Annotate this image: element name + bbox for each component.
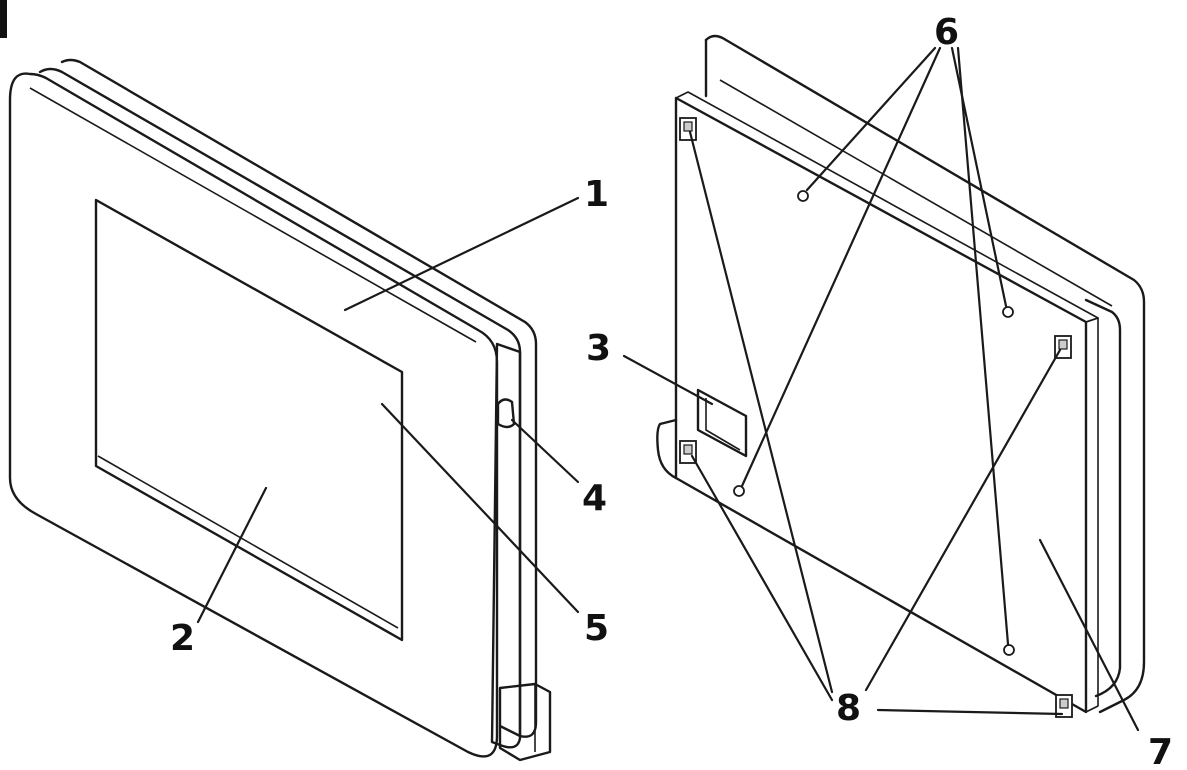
callout-8: 8 <box>836 688 861 729</box>
callout-2: 2 <box>170 618 195 659</box>
leader-7 <box>1038 538 1140 732</box>
leader-6a <box>805 46 937 192</box>
front-middle-layer <box>38 67 522 738</box>
mounting-slot <box>1055 694 1073 718</box>
rear-plate-bevel <box>675 91 1099 323</box>
front-screen-inner-edge <box>97 455 399 629</box>
front-back-layer <box>60 58 538 738</box>
leader-8a <box>688 130 834 694</box>
callout-6: 6 <box>934 12 959 53</box>
leader-2 <box>196 486 268 624</box>
screw-hole <box>1003 644 1015 656</box>
corner-mark <box>0 0 7 38</box>
front-screen <box>94 198 404 642</box>
leader-3 <box>622 354 714 406</box>
rear-frame-side <box>1084 298 1122 698</box>
rear-plate-bevel-side <box>1085 317 1099 713</box>
rear-plate <box>674 96 1088 714</box>
connector-port <box>696 388 748 458</box>
leader-8d <box>876 708 1064 716</box>
rear-frame-rail <box>719 79 1113 307</box>
leader-8c <box>864 348 1062 692</box>
power-icon <box>363 386 383 406</box>
callout-labels: 1 2 3 4 5 6 7 8 <box>170 12 1173 770</box>
leader-1 <box>343 196 580 312</box>
screw-hole <box>733 485 745 497</box>
leader-6b <box>740 46 942 488</box>
rear-left-tab <box>656 418 678 480</box>
leader-5 <box>380 402 580 614</box>
callout-1: 1 <box>584 174 609 215</box>
screw-hole <box>797 190 809 202</box>
callout-4: 4 <box>582 478 607 519</box>
callout-5: 5 <box>584 608 609 649</box>
mounting-slot <box>679 117 697 141</box>
connector-port-inner <box>705 398 741 451</box>
side-button <box>496 398 516 429</box>
callout-3: 3 <box>586 328 611 369</box>
front-bottom-clip <box>498 682 552 762</box>
callout-7: 7 <box>1148 732 1173 770</box>
leader-8b <box>690 454 834 702</box>
screw-hole <box>1002 306 1014 318</box>
front-bezel <box>8 72 499 758</box>
front-view <box>8 58 552 762</box>
leader-6d <box>956 46 1010 646</box>
front-bezel-highlight <box>29 87 477 343</box>
leader-lines <box>196 46 1140 732</box>
rear-view <box>656 34 1146 718</box>
rear-frame-outer <box>704 34 1146 714</box>
leader-4 <box>510 418 580 484</box>
